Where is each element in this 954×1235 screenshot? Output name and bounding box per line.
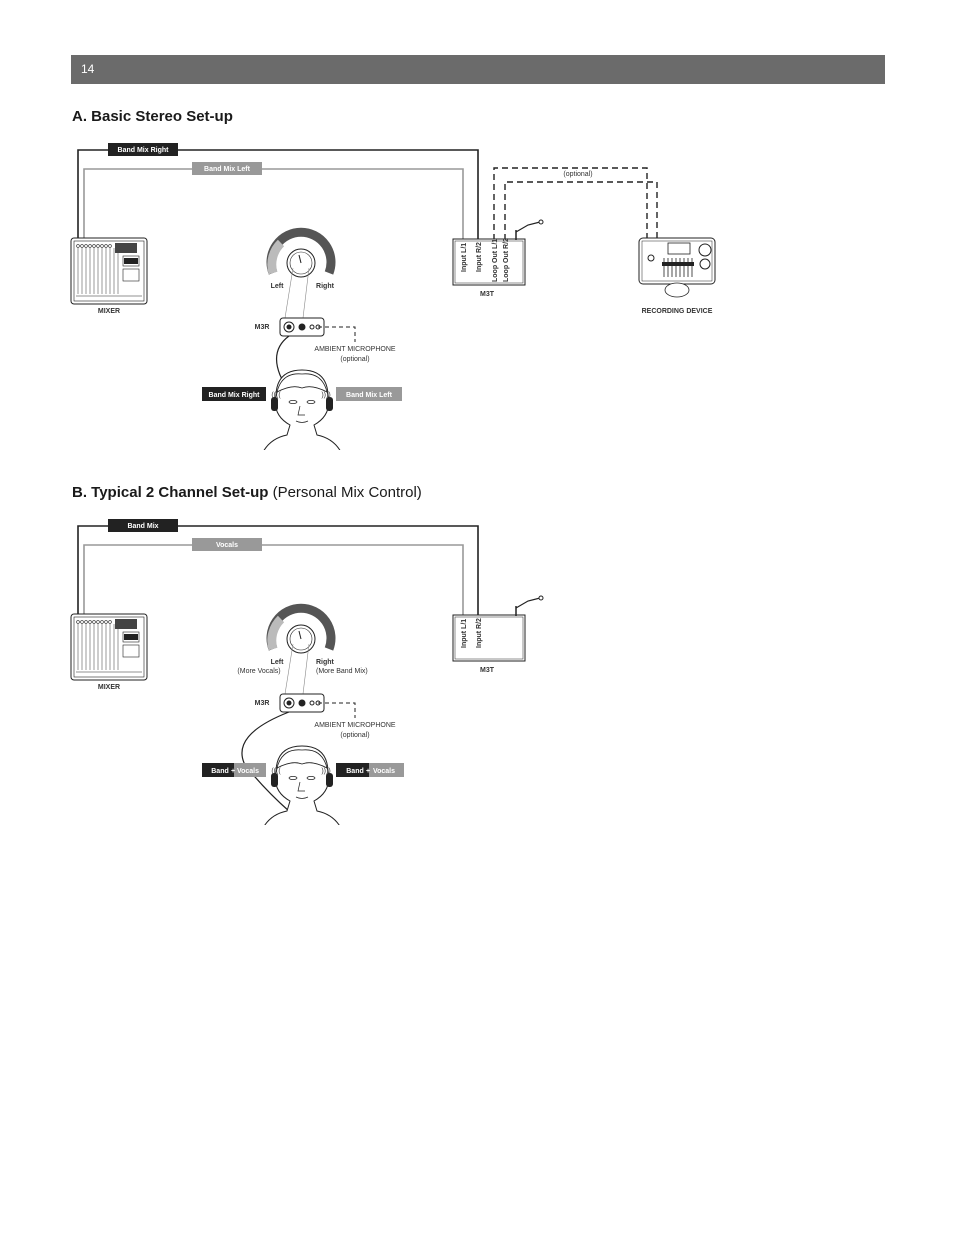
diagram-b: Band Mix Vocals MIXER Input L/1 Input R/… <box>70 519 544 825</box>
tag-ear-band-mix-left <box>336 387 402 401</box>
svg-text:Band Mix Right: Band Mix Right <box>209 392 261 399</box>
svg-text:((((: (((( <box>271 768 281 775</box>
listener-head-b <box>256 745 348 825</box>
cable-loop-out-l <box>493 167 648 240</box>
section-b-subtitle: (Personal Mix Control) <box>272 484 422 501</box>
cable-vocals <box>83 544 464 615</box>
mixer-device-b <box>70 613 148 681</box>
volume-knob-b <box>271 608 331 653</box>
ambient-mic-label: AMBIENT MICROPHONE <box>314 346 395 353</box>
svg-text:Band: Band <box>346 768 364 775</box>
tag-ear-left-b: Band + Vocals <box>202 763 266 777</box>
knob-right-label: Right <box>316 283 335 290</box>
diagram-a: Band Mix Right Band Mix Left (optional) … <box>70 143 716 450</box>
m3t-ports: Input L/1 Input R/2 Loop Out L/1 Loop Ou… <box>461 238 510 282</box>
cable-band-mix-right <box>77 149 479 240</box>
m3t-label-b: M3T <box>480 667 495 674</box>
svg-text:Band Mix: Band Mix <box>127 523 158 530</box>
volume-knob <box>271 232 331 277</box>
page-number: 14 <box>81 62 95 76</box>
svg-text:Band Mix Left: Band Mix Left <box>346 392 393 399</box>
svg-text:+: + <box>366 768 370 775</box>
m3r-receiver <box>279 317 325 337</box>
knob-left-label: Left <box>271 283 285 290</box>
mixer-device <box>70 237 148 305</box>
port-input-r2-b: Input R/2 <box>476 618 483 648</box>
tag-band-mix <box>108 519 178 532</box>
knob-left-sub-b: (More Vocals) <box>237 668 280 675</box>
m3r-label-b: M3R <box>255 700 270 707</box>
port-input-l1: Input L/1 <box>461 243 468 272</box>
section-b-title: B. Typical 2 Channel Set-up (Personal Mi… <box>72 484 422 501</box>
port-input-l1-b: Input L/1 <box>461 619 468 648</box>
cable-band-mix <box>77 525 479 615</box>
svg-text:Vocals: Vocals <box>216 542 238 549</box>
m3t-label: M3T <box>480 291 495 298</box>
knob-left-label-b: Left <box>271 659 285 666</box>
cable-band-mix-left <box>83 168 464 240</box>
ambient-mic-optional: (optional) <box>340 356 369 363</box>
svg-text:Vocals: Vocals <box>237 768 259 775</box>
svg-text:Band Mix Right: Band Mix Right <box>118 147 170 154</box>
svg-text:+: + <box>231 768 235 775</box>
mixer-label: MIXER <box>98 308 120 315</box>
label-optional: (optional) <box>563 171 592 178</box>
tag-ear-right-b: Band + Vocals <box>336 763 404 777</box>
svg-text:((((: (((( <box>271 392 281 399</box>
m3r-receiver-b <box>279 693 325 713</box>
listener-head <box>256 369 348 450</box>
svg-text:Band: Band <box>211 768 229 775</box>
svg-text:)))): )))) <box>321 768 330 775</box>
m3t-ports-b: Input L/1 Input R/2 <box>461 618 483 648</box>
recording-device <box>638 237 716 298</box>
section-b-title-main: B. Typical 2 Channel Set-up <box>72 484 269 501</box>
mixer-label-b: MIXER <box>98 684 120 691</box>
ambient-mic-label-b: AMBIENT MICROPHONE <box>314 722 395 729</box>
svg-text:)))): )))) <box>321 392 330 399</box>
m3r-label: M3R <box>255 324 270 331</box>
ambient-mic-optional-b: (optional) <box>340 732 369 739</box>
recording-device-label: RECORDING DEVICE <box>642 308 713 315</box>
port-loop-out-r2: Loop Out R/2 <box>503 238 510 282</box>
tag-vocals <box>192 538 262 551</box>
knob-right-sub-b: (More Band Mix) <box>316 668 368 675</box>
tag-ear-band-mix-right <box>202 387 266 401</box>
port-input-r2: Input R/2 <box>476 242 483 272</box>
tag-band-mix-right <box>108 143 178 156</box>
port-loop-out-l1: Loop Out L/1 <box>492 239 499 282</box>
page-header-bar: 14 <box>71 55 885 84</box>
svg-text:Vocals: Vocals <box>373 768 395 775</box>
cable-loop-out-r <box>504 181 658 240</box>
knob-right-label-b: Right <box>316 659 335 666</box>
tag-band-mix-left <box>192 162 262 175</box>
svg-text:Band Mix Left: Band Mix Left <box>204 166 251 173</box>
section-a-title: A. Basic Stereo Set-up <box>72 108 233 125</box>
